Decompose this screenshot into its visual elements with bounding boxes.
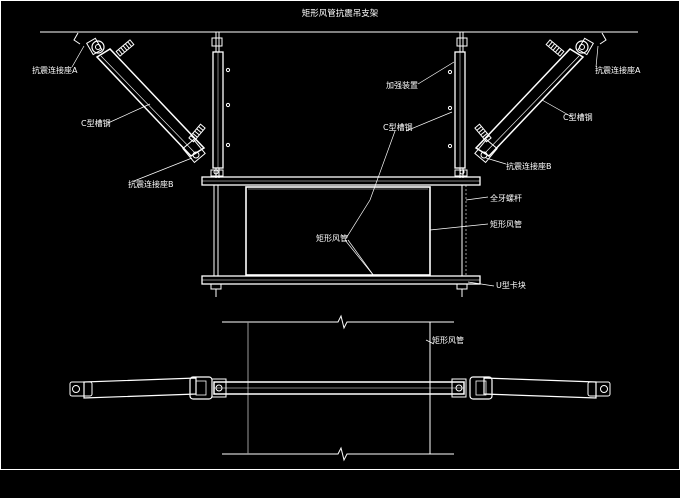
left-hanger xyxy=(210,32,231,178)
right-hanger xyxy=(447,32,468,178)
label-rect-duct-right: 矩形风管 xyxy=(490,219,522,229)
plan-view xyxy=(69,314,611,462)
leader-lines xyxy=(71,45,599,345)
label-c-channel-right: C型槽钢 xyxy=(563,112,593,122)
right-seismic-brace xyxy=(474,32,607,164)
label-connector-b-left: 抗震连接座B xyxy=(128,179,174,189)
duct-frame xyxy=(201,169,481,297)
label-rect-duct-center: 矩形风管 xyxy=(316,233,348,243)
label-connector-b-right: 抗震连接座B xyxy=(506,161,552,171)
label-connector-a-left: 抗震连接座A xyxy=(32,65,78,75)
label-c-channel-center: C型槽钢 xyxy=(383,122,413,132)
left-seismic-brace xyxy=(73,32,206,164)
label-threaded-rod: 全牙螺杆 xyxy=(490,193,522,203)
label-connector-a-right: 抗震连接座A xyxy=(595,65,641,75)
label-u-clamp: U型卡块 xyxy=(496,280,526,290)
label-reinforcement: 加强装置 xyxy=(386,80,418,90)
label-round-duct: 矩形风管 xyxy=(432,335,464,345)
label-c-channel-left: C型槽钢 xyxy=(81,118,111,128)
drawing-title: 矩形风管抗震吊支架 xyxy=(302,8,379,19)
